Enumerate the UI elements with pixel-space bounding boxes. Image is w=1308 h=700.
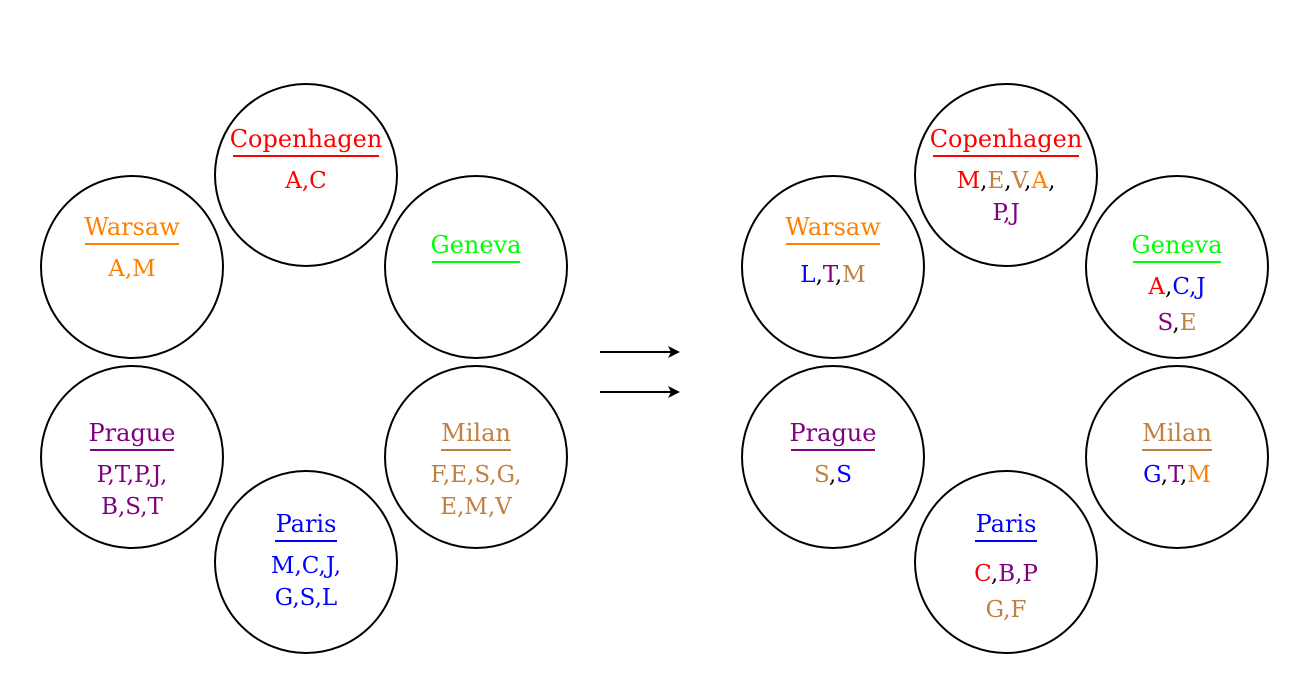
member-line: S,E <box>1087 309 1267 337</box>
member-letters: F,E,S,G, <box>430 462 522 488</box>
city-name: Paris <box>975 510 1037 538</box>
member-letters: M <box>842 262 866 288</box>
member-line: G,S,L <box>216 584 396 612</box>
city-name-underline <box>275 540 337 542</box>
city-name: Copenhagen <box>229 125 383 153</box>
city-name-underline <box>786 243 880 245</box>
member-letters: E <box>987 168 1005 194</box>
member-letters: M <box>1187 462 1211 488</box>
member-letters: V <box>1011 168 1025 194</box>
member-line: P,J <box>916 199 1096 227</box>
member-letters: L <box>800 262 816 288</box>
city-name-underline <box>975 540 1037 542</box>
member-letters: B,P <box>998 561 1038 587</box>
member-line: P,T,P,J, <box>42 461 222 489</box>
city-name: Prague <box>789 419 877 447</box>
member-letters: B,S,T <box>101 494 163 520</box>
member-letters: A,C <box>285 168 327 194</box>
member-line: B,S,T <box>42 493 222 521</box>
member-letters: G,F <box>985 597 1027 623</box>
member-letters: A <box>1148 274 1165 300</box>
city-name: Warsaw <box>785 213 881 241</box>
member-letters: , <box>1004 168 1012 194</box>
member-letters: , <box>1160 462 1169 488</box>
member-line: E,M,V <box>386 493 566 521</box>
member-letters: , <box>815 262 823 288</box>
member-letters: E,M,V <box>440 494 512 520</box>
member-letters: , <box>990 561 999 587</box>
member-letters: C <box>974 561 991 587</box>
member-letters: , <box>1048 168 1056 194</box>
member-line: C,B,P <box>916 560 1096 588</box>
member-letters: E <box>1179 310 1197 336</box>
member-line: A,M <box>42 255 222 283</box>
member-line: M,C,J, <box>216 552 396 580</box>
city-name-underline <box>791 449 875 451</box>
member-letters: M,C,J, <box>270 553 342 579</box>
arrow-top <box>600 346 680 358</box>
member-letters: G <box>1143 462 1161 488</box>
member-line: S,S <box>743 461 923 489</box>
city-name-underline <box>933 155 1079 157</box>
city-name-underline <box>1133 261 1221 263</box>
member-letters: G,S,L <box>274 585 338 611</box>
member-letters: T <box>1168 462 1180 488</box>
member-letters: A <box>1031 168 1049 194</box>
city-name: Milan <box>441 419 511 447</box>
member-line: A,C <box>216 167 396 195</box>
member-letters: , <box>834 262 843 288</box>
city-name: Geneva <box>1131 231 1223 259</box>
member-letters: T <box>822 262 835 288</box>
city-name-underline <box>441 449 511 451</box>
member-line: A,C,J <box>1087 273 1267 301</box>
city-name: Paris <box>275 510 337 538</box>
member-letters: , <box>828 462 837 488</box>
member-line: F,E,S,G, <box>386 461 566 489</box>
member-line: M,E,V,A, <box>916 167 1096 195</box>
member-letters: , <box>1165 274 1173 300</box>
arrow-bottom <box>600 386 680 398</box>
member-letters: S <box>813 462 829 488</box>
city-name: Warsaw <box>84 213 180 241</box>
member-letters: P,T,P,J, <box>96 462 168 488</box>
member-letters: , <box>1179 462 1188 488</box>
member-letters: M <box>956 168 981 194</box>
member-letters: S <box>1157 310 1173 336</box>
member-letters: , <box>1172 310 1180 336</box>
member-letters: , <box>980 168 988 194</box>
left-circle-geneva: Geneva <box>384 175 568 359</box>
member-line: L,T,M <box>743 261 923 289</box>
city-name-underline <box>1142 449 1212 451</box>
member-line: G,T,M <box>1087 461 1267 489</box>
member-letters: C,J <box>1172 274 1206 300</box>
city-name: Geneva <box>430 231 522 259</box>
city-name-underline <box>432 261 520 263</box>
city-name-underline <box>85 243 179 245</box>
member-letters: P,J <box>992 200 1020 226</box>
member-letters: S <box>836 462 852 488</box>
member-letters: , <box>1024 168 1032 194</box>
city-name: Milan <box>1142 419 1212 447</box>
city-name-underline <box>233 155 379 157</box>
member-line: G,F <box>916 596 1096 624</box>
member-letters: A,M <box>108 256 156 282</box>
city-name-underline <box>90 449 174 451</box>
city-name: Prague <box>88 419 176 447</box>
city-name: Copenhagen <box>929 125 1083 153</box>
